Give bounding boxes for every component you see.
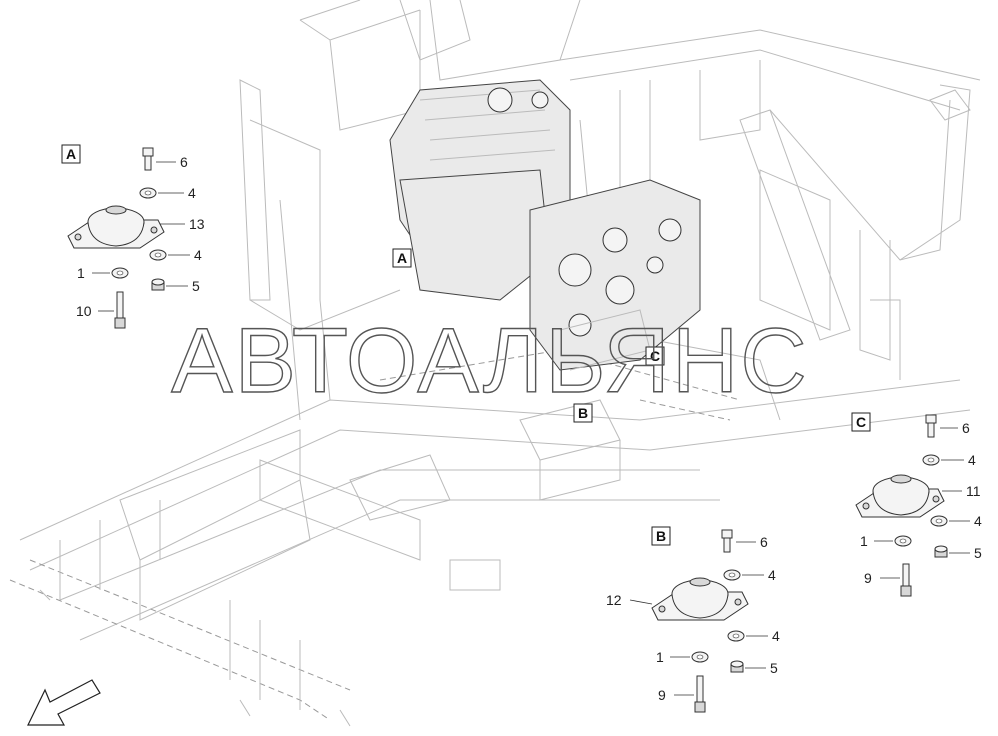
svg-text:6: 6	[180, 154, 188, 170]
svg-text:9: 9	[864, 570, 872, 586]
svg-text:12: 12	[606, 592, 622, 608]
svg-text:1: 1	[77, 265, 85, 281]
detail-group-a: A 6 4 13 4	[61, 144, 205, 329]
main-view-marker-a: A	[392, 248, 412, 268]
rubber-mount-b	[651, 577, 749, 621]
bolt-bottom-b	[694, 675, 706, 713]
detail-group-c-marker	[851, 412, 871, 432]
svg-text:B: B	[578, 405, 588, 421]
detail-group-b-marker	[651, 526, 671, 546]
svg-text:11: 11	[966, 483, 981, 499]
svg-text:4: 4	[772, 628, 780, 644]
main-view-marker-b: B	[573, 403, 593, 423]
svg-text:4: 4	[194, 247, 202, 263]
nut-a	[151, 278, 165, 291]
detail-group-c: C 6 4 11 4 5	[851, 412, 982, 597]
svg-text:1: 1	[656, 649, 664, 665]
svg-text:13: 13	[189, 216, 205, 232]
bolt-bottom-a	[114, 291, 126, 329]
svg-text:5: 5	[770, 660, 778, 676]
svg-text:5: 5	[974, 545, 982, 561]
nut-b	[730, 660, 744, 673]
svg-text:5: 5	[192, 278, 200, 294]
engine-assembly	[389, 79, 701, 371]
bolt-bottom-c	[900, 563, 912, 597]
nut-c	[934, 545, 948, 558]
svg-text:10: 10	[76, 303, 92, 319]
svg-text:6: 6	[962, 420, 970, 436]
svg-text:6: 6	[760, 534, 768, 550]
svg-text:C: C	[650, 348, 660, 364]
bolt-top-a	[142, 147, 154, 171]
svg-text:A: A	[66, 146, 76, 162]
main-view-marker-c: C	[645, 346, 665, 366]
svg-text:A: A	[397, 250, 407, 266]
svg-text:C: C	[856, 414, 866, 430]
svg-text:1: 1	[860, 533, 868, 549]
svg-text:9: 9	[658, 687, 666, 703]
bolt-top-c	[925, 414, 937, 438]
rubber-mount-a	[67, 205, 165, 249]
svg-text:4: 4	[768, 567, 776, 583]
bolt-top-b	[721, 529, 733, 553]
direction-arrow-icon	[27, 679, 101, 726]
detail-group-a-marker	[61, 144, 81, 164]
svg-text:4: 4	[974, 513, 982, 529]
detail-group-b: B 6 4 12 4 5	[606, 526, 780, 713]
svg-text:B: B	[656, 528, 666, 544]
svg-text:4: 4	[188, 185, 196, 201]
rubber-mount-c	[855, 474, 945, 518]
watermark-text: АВТОАЛЬЯНС	[171, 310, 809, 412]
svg-text:4: 4	[968, 452, 976, 468]
